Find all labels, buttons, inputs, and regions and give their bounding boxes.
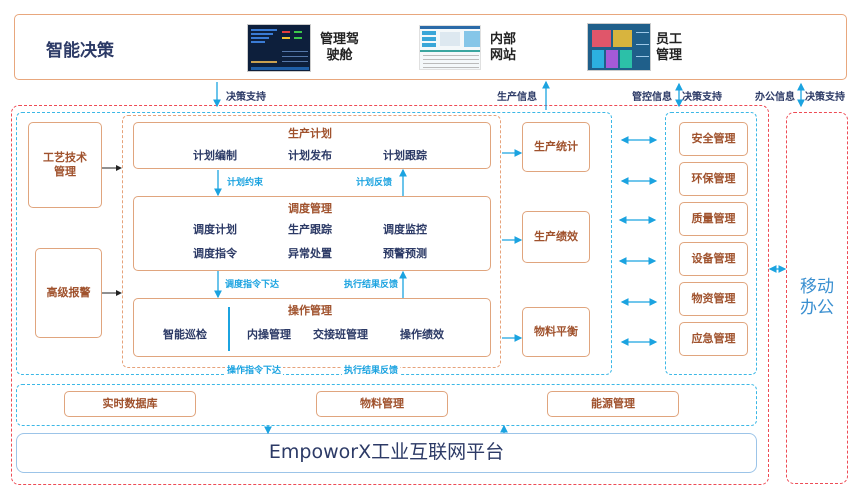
flow-label-control-info: 管控信息 bbox=[632, 92, 672, 103]
mobile-office-label-2: 办公 bbox=[800, 298, 834, 318]
dispatch-item[interactable]: 调度指令 bbox=[193, 247, 237, 260]
plan-item[interactable]: 计划跟踪 bbox=[383, 149, 427, 162]
craft-tech-management-box[interactable]: 工艺技术 管理 bbox=[28, 122, 102, 208]
flow-label-production-info: 生产信息 bbox=[497, 92, 537, 103]
flow-label-decision-support-2: 决策支持 bbox=[682, 92, 722, 103]
stat-box-material-balance[interactable]: 物料平衡 bbox=[522, 307, 590, 357]
operate-item[interactable]: 内操管理 bbox=[247, 328, 291, 341]
flow-label-decision-support: 决策支持 bbox=[226, 92, 266, 103]
flow-label-plan-constraint: 计划约束 bbox=[227, 178, 264, 188]
stat-box-production-statistics[interactable]: 生产统计 bbox=[522, 122, 590, 172]
base-box-material-mgmt[interactable]: 物料管理 bbox=[316, 391, 448, 417]
mobile-office-panel[interactable]: 移动 办公 bbox=[786, 112, 848, 484]
plan-dispatch-operate-region bbox=[122, 115, 501, 368]
operate-item[interactable]: 操作绩效 bbox=[400, 328, 444, 341]
flow-label-exec-feedback: 执行结果反馈 bbox=[344, 280, 399, 290]
production-core-region bbox=[16, 112, 612, 375]
mgmt-box-quality[interactable]: 质量管理 bbox=[679, 202, 748, 236]
flow-label-plan-feedback: 计划反馈 bbox=[356, 178, 393, 188]
management-column bbox=[665, 112, 757, 375]
plan-item[interactable]: 计划发布 bbox=[288, 149, 332, 162]
flow-label-exec-feedback-2: 执行结果反馈 bbox=[342, 363, 401, 376]
dispatch-management-box[interactable] bbox=[133, 196, 491, 271]
advanced-alarm-box[interactable]: 高级报警 bbox=[35, 248, 102, 338]
operate-divider bbox=[228, 307, 230, 351]
base-services-region bbox=[16, 384, 757, 426]
flow-label-decision-support-3: 决策支持 bbox=[805, 92, 845, 103]
plan-item[interactable]: 计划编制 bbox=[193, 149, 237, 162]
mgmt-box-emergency[interactable]: 应急管理 bbox=[679, 322, 748, 356]
website-label[interactable]: 内部 网站 bbox=[490, 32, 517, 63]
flow-label-operate-order: 操作指令下达 bbox=[225, 363, 284, 376]
mgmt-box-environment[interactable]: 环保管理 bbox=[679, 162, 748, 196]
mgmt-box-safety[interactable]: 安全管理 bbox=[679, 122, 748, 156]
base-box-energy-mgmt[interactable]: 能源管理 bbox=[547, 391, 679, 417]
operation-management-title: 操作管理 bbox=[288, 304, 332, 317]
decision-title: 智能决策 bbox=[46, 41, 114, 61]
production-system-container bbox=[11, 105, 769, 485]
mgmt-box-equipment[interactable]: 设备管理 bbox=[679, 242, 748, 276]
website-thumbnail-icon[interactable] bbox=[419, 25, 481, 70]
platform-bar[interactable]: EmpoworX工业互联网平台 bbox=[16, 433, 757, 473]
dispatch-item[interactable]: 异常处置 bbox=[288, 247, 332, 260]
flow-label-office-info: 办公信息 bbox=[755, 92, 795, 103]
production-plan-title: 生产计划 bbox=[288, 127, 332, 140]
mgmt-box-materials[interactable]: 物资管理 bbox=[679, 282, 748, 316]
dashboard-label[interactable]: 管理驾 驶舱 bbox=[320, 32, 360, 63]
operate-item[interactable]: 交接班管理 bbox=[313, 328, 368, 341]
employee-app-thumbnail-icon[interactable] bbox=[587, 23, 651, 71]
operation-management-box[interactable] bbox=[133, 298, 491, 357]
dispatch-management-title: 调度管理 bbox=[288, 202, 332, 215]
dashboard-thumbnail-icon[interactable] bbox=[247, 24, 311, 72]
employee-label[interactable]: 员工 管理 bbox=[656, 32, 683, 63]
stat-box-production-performance[interactable]: 生产绩效 bbox=[522, 211, 590, 263]
base-box-realtime-db[interactable]: 实时数据库 bbox=[64, 391, 196, 417]
operate-item-inspection[interactable]: 智能巡检 bbox=[163, 328, 207, 341]
platform-label: EmpoworX工业互联网平台 bbox=[268, 441, 505, 464]
decision-panel bbox=[14, 14, 847, 80]
flow-label-dispatch-order: 调度指令下达 bbox=[225, 280, 280, 290]
dispatch-item[interactable]: 调度监控 bbox=[383, 223, 427, 236]
production-plan-box[interactable] bbox=[133, 122, 491, 169]
dispatch-item[interactable]: 生产跟踪 bbox=[288, 223, 332, 236]
dispatch-item[interactable]: 调度计划 bbox=[193, 223, 237, 236]
dispatch-item[interactable]: 预警预测 bbox=[383, 247, 427, 260]
mobile-office-label-1: 移动 bbox=[800, 276, 834, 297]
